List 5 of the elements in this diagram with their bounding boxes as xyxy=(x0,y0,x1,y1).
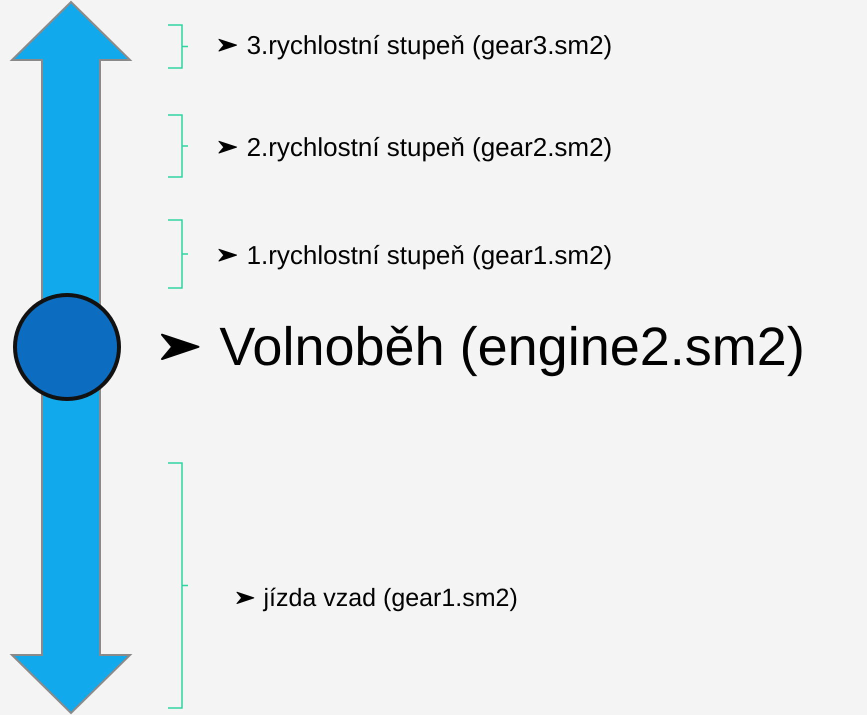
list-item-text: 2.rychlostní stupeň (gear2.sm2) xyxy=(246,134,612,160)
list-item-text: Volnoběh (engine2.sm2) xyxy=(219,320,805,374)
list-item-text: 3.rychlostní stupeň (gear3.sm2) xyxy=(246,32,612,58)
list-item-text: jízda vzad (gear1.sm2) xyxy=(264,586,518,610)
list-item-text: 1.rychlostní stupeň (gear1.sm2) xyxy=(246,242,612,268)
